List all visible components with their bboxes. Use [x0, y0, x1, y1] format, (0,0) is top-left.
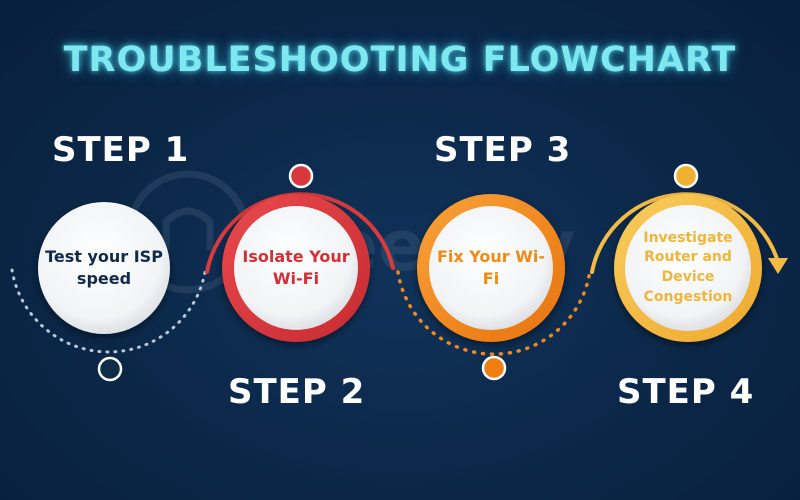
step-2-circle: [222, 194, 370, 342]
step-4-circle: [614, 194, 762, 342]
step-1-node: [97, 356, 123, 382]
step-3-connector: [396, 268, 592, 381]
step-1-connector: [10, 268, 207, 382]
step-1-text: Test your ISP speed: [45, 247, 163, 288]
step-4-node: [673, 163, 699, 189]
step-3-circle: [417, 194, 565, 342]
page-title: TROUBLESHOOTING FLOWCHART: [63, 40, 737, 80]
step-3-label: STEP 3: [434, 130, 572, 170]
step-4-label: STEP 4: [617, 372, 755, 412]
step-1-label: STEP 1: [52, 130, 190, 170]
step-2-node: [288, 163, 314, 189]
step-2-label: STEP 2: [228, 372, 366, 412]
step-3-text: Fix Your Wi-Fi: [436, 247, 546, 288]
step-1-circle: [38, 202, 170, 334]
step-3-node: [481, 355, 507, 381]
arrow-head-icon: [768, 258, 788, 274]
step-2-text: Isolate Your Wi-Fi: [242, 247, 350, 288]
step-4-text: Investigate Router and Device Congestion: [643, 229, 733, 305]
